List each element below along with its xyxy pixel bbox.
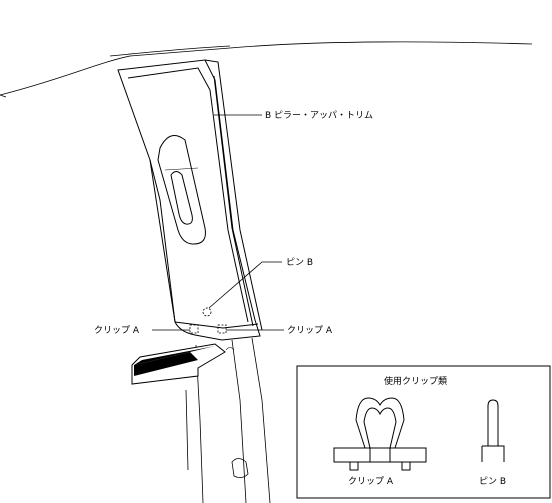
fastener-legend: 使用クリップ類 クリップ A ピン B — [296, 365, 551, 499]
pin-b-illustration — [481, 399, 505, 462]
pin-b-marker — [202, 307, 212, 317]
label-b-pillar-upper-trim: B ピラー・アッパ・トリム — [265, 110, 373, 121]
clip-a-marker-right — [217, 324, 227, 334]
clip-a-marker-left — [189, 324, 199, 334]
roof-outline — [0, 41, 533, 98]
clip-a-illustration — [333, 397, 427, 471]
removal-direction-arrow — [131, 343, 226, 385]
leader-lines — [152, 114, 284, 331]
label-pin-b: ピン B — [286, 257, 313, 268]
b-pillar-upper-trim — [117, 59, 263, 341]
seatbelt-anchor-outline — [231, 458, 249, 478]
legend-clip-a-label: クリップ A — [348, 476, 394, 487]
legend-frame — [296, 365, 551, 499]
label-clip-a-right: クリップ A — [287, 325, 333, 336]
fastener-markers — [189, 307, 227, 334]
legend-title: 使用クリップ類 — [384, 375, 447, 387]
trim-oval-recess — [157, 135, 206, 245]
legend-pin-b-label: ピン B — [479, 476, 506, 487]
label-clip-a-left: クリップ A — [94, 325, 140, 336]
